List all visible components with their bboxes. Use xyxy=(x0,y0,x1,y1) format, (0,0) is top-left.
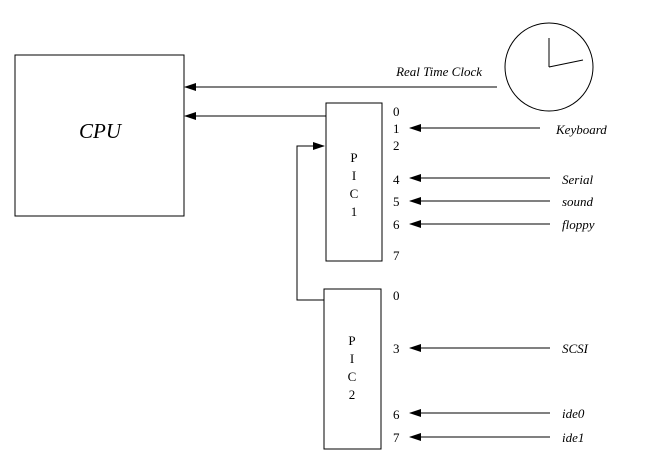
clock-minute-hand xyxy=(548,59,584,68)
pic1-pin: 2 xyxy=(393,138,400,153)
cascade-connector xyxy=(296,142,325,301)
pic2-pin: 6 xyxy=(393,407,400,422)
cpu-box xyxy=(14,54,185,217)
pic1-box xyxy=(325,102,383,262)
pic1-pin: 5 xyxy=(393,194,400,209)
pic2-pin: 3 xyxy=(393,341,400,356)
pic1-pin: 4 xyxy=(393,172,400,187)
pic2-letter: 2 xyxy=(349,387,356,402)
ide1-label: ide1 xyxy=(562,430,584,445)
scsi-label: SCSI xyxy=(562,341,589,356)
clock-label: Real Time Clock xyxy=(395,64,482,79)
pic2-letter: P xyxy=(348,333,355,348)
serial-label: Serial xyxy=(562,172,593,187)
ide0-label: ide0 xyxy=(562,406,585,421)
keyboard-label: Keyboard xyxy=(555,122,607,137)
pic1-pin: 6 xyxy=(393,217,400,232)
pic1-pin: 1 xyxy=(393,121,400,136)
pic1-letter: I xyxy=(352,168,356,183)
sound-label: sound xyxy=(562,194,594,209)
cpu-label: CPU xyxy=(79,119,123,143)
pic1-letter: P xyxy=(350,150,357,165)
pic1-pin: 0 xyxy=(393,104,400,119)
pic2-pin: 0 xyxy=(393,288,400,303)
pic2-pin: 7 xyxy=(393,430,400,445)
pic1-letter: C xyxy=(350,186,359,201)
pic2-letter: I xyxy=(350,351,354,366)
pic2-letter: C xyxy=(348,369,357,384)
pic1-letter: 1 xyxy=(351,204,358,219)
pic1-pin: 7 xyxy=(393,248,400,263)
pic2-box xyxy=(323,288,382,450)
floppy-label: floppy xyxy=(562,217,595,232)
